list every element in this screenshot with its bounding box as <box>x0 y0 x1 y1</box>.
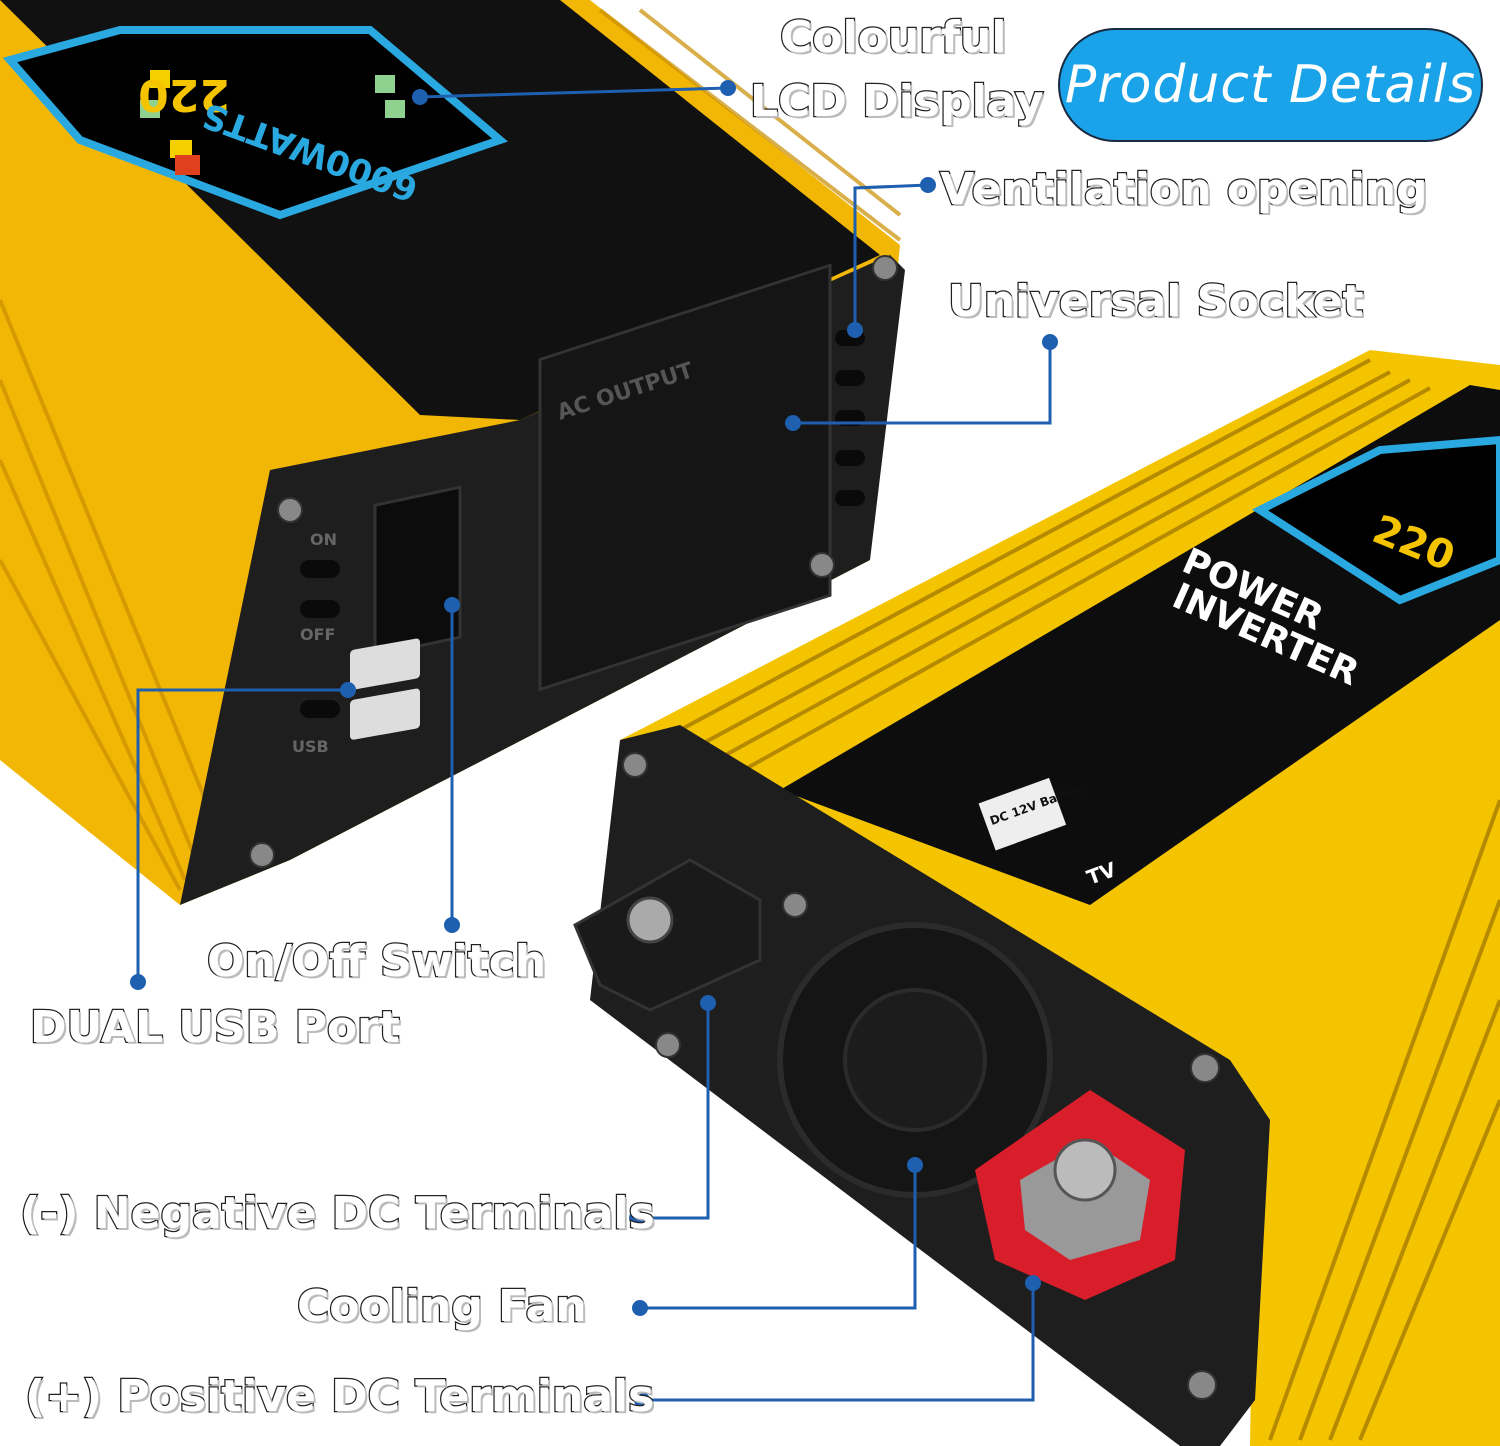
callout-fan: Cooling Fan <box>296 1281 588 1332</box>
inverter-top-view: 220 6000WATTS AC OUTPUT ON OFF USB <box>0 0 905 905</box>
callout-lcd-line1: Colourful <box>779 12 1008 63</box>
fan-callout-line <box>640 1165 917 1310</box>
power-switch <box>373 485 462 658</box>
switch-off-label: OFF <box>300 625 335 644</box>
callout-positive: (+) Positive DC Terminals <box>24 1371 656 1422</box>
socket-callout-line <box>793 342 1052 425</box>
badge-label: Product Details <box>1064 55 1477 115</box>
usb-label: USB <box>292 737 329 756</box>
callout-lcd-line2: LCD Display <box>749 76 1045 127</box>
callout-switch: On/Off Switch <box>206 936 548 987</box>
callout-socket: Universal Socket <box>947 276 1365 327</box>
ac-socket <box>538 263 832 692</box>
usb-callout-line <box>136 688 348 982</box>
usb-port-2 <box>350 688 420 740</box>
ventilation-callout-line <box>853 183 929 330</box>
svg-text:220: 220 <box>138 69 230 120</box>
lcd-callout-line <box>419 86 729 99</box>
callout-negative: (-) Negative DC Terminals <box>19 1188 656 1239</box>
positive-callout-line <box>642 1283 1035 1402</box>
lcd-screen-2 <box>1251 435 1500 605</box>
battery-graphic <box>978 777 1067 851</box>
usb-port-1 <box>350 638 420 690</box>
callout-lines <box>136 86 1052 1402</box>
callout-ventilation: Ventilation opening <box>939 164 1429 215</box>
product-details-badge: Product Details <box>1058 28 1483 142</box>
negative-callout-line <box>637 1003 710 1220</box>
callout-usb: DUAL USB Port <box>29 1002 401 1053</box>
callout-dots <box>130 80 1058 1408</box>
switch-on-label: ON <box>310 530 337 549</box>
